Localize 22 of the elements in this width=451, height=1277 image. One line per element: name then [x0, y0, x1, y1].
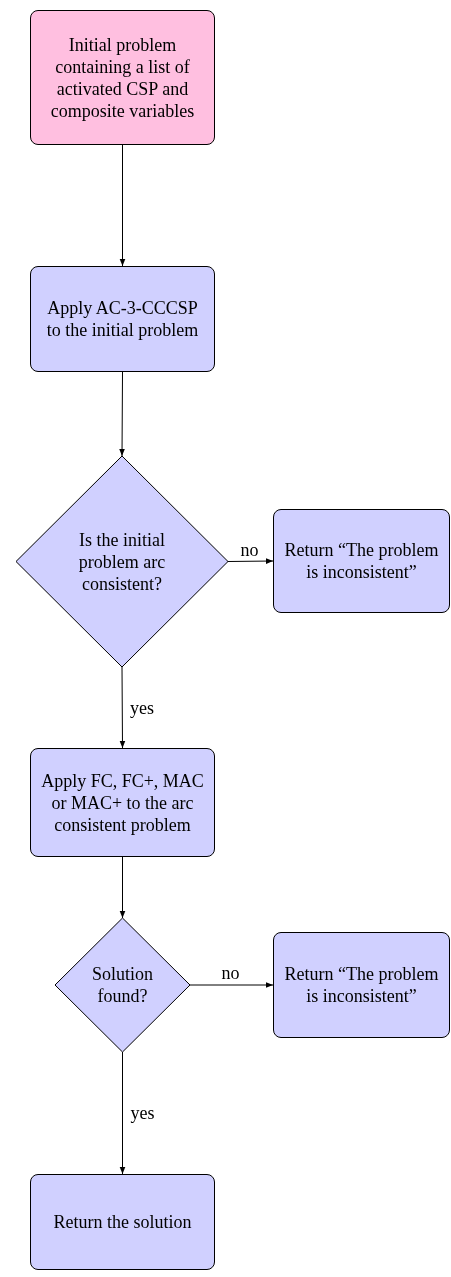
arrow: [119, 1051, 126, 1175]
arrow: [119, 144, 126, 267]
node-text: Is the initial problem arc consistent?: [77, 528, 167, 595]
node-text: Initial problem containing a list of activated CSP and composite variables: [49, 33, 196, 122]
node-text: Solution found?: [91, 963, 154, 1007]
process-box: [30, 748, 215, 857]
decision-diamond: [16, 456, 228, 667]
process-box: [30, 266, 215, 372]
node-text: Apply FC, FC+, MAC or MAC+ to the arc consistent problem: [41, 769, 204, 836]
node-text: Return “The problem is inconsistent”: [284, 963, 439, 1007]
decision-diamond: [55, 918, 190, 1052]
process-box: [273, 932, 450, 1038]
process-box: [30, 1174, 215, 1270]
process-box: [273, 509, 450, 613]
start-box: [30, 10, 215, 145]
node-text: Return “The problem is inconsistent”: [284, 539, 439, 583]
arrow: [119, 371, 125, 457]
arrow: [119, 856, 126, 919]
arrow: [189, 982, 274, 988]
arrow: [227, 558, 274, 564]
node-text: Return the solution: [53, 1211, 192, 1233]
node-text: Apply AC-3-CCCSP to the initial problem: [45, 297, 200, 341]
